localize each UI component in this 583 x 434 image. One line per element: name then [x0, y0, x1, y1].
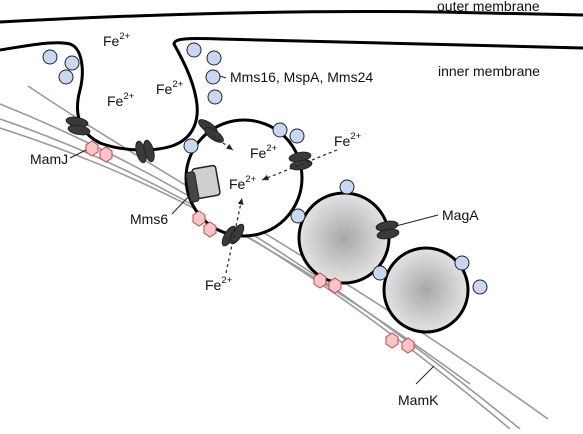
mms-group-label: Mms16, MspA, Mms24	[230, 69, 373, 85]
pink-protein	[313, 272, 327, 289]
leader-mamk	[415, 365, 435, 385]
blue-protein	[205, 69, 221, 85]
inner-membrane-invagination	[0, 37, 583, 152]
fe-label-4: Fe2+	[250, 143, 278, 161]
filament-line	[27, 85, 549, 420]
pink-mamj-proteins	[85, 140, 415, 354]
pink-protein	[328, 277, 342, 294]
blue-protein	[58, 69, 74, 85]
fe-label-7: Fe2+	[205, 275, 233, 293]
blue-protein	[472, 279, 488, 295]
blue-protein	[339, 179, 355, 195]
leader-mms6	[171, 194, 191, 215]
mamj-label: MamJ	[30, 151, 68, 167]
pink-protein	[99, 146, 113, 163]
blue-protein	[289, 128, 305, 144]
arrow-bottom	[225, 197, 244, 274]
blue-protein	[454, 255, 470, 271]
blue-protein	[206, 50, 222, 66]
mms6-protein-dark	[185, 171, 200, 203]
blue-protein	[183, 138, 199, 154]
blue-protein	[64, 55, 80, 71]
pink-protein	[85, 140, 99, 157]
blue-protein	[272, 122, 288, 138]
dark-protein	[143, 139, 155, 163]
blue-protein	[207, 89, 223, 105]
dark-protein	[229, 223, 245, 245]
arrow-right	[261, 149, 338, 181]
inner-membrane-label: inner membrane	[438, 63, 540, 79]
maga-label: MagA	[442, 207, 479, 223]
arrow-top	[212, 135, 234, 151]
blue-protein	[186, 42, 202, 58]
pink-protein	[192, 210, 206, 227]
iron-transport-arrows	[212, 135, 338, 274]
mms6-label: Mms6	[130, 211, 168, 227]
fe-label-5: Fe2+	[334, 131, 362, 149]
dark-transporter-proteins	[65, 116, 400, 247]
dark-protein	[204, 127, 224, 143]
fe-label-3: Fe2+	[107, 91, 135, 109]
leader-mamj	[69, 149, 87, 159]
leader-lines	[69, 75, 439, 385]
fe-label-2: Fe2+	[156, 79, 184, 97]
fe-label-6: Fe2+	[229, 174, 257, 192]
leader-mms-group	[219, 75, 227, 79]
blue-protein	[42, 49, 58, 65]
blue-protein	[290, 208, 306, 224]
blue-proteins	[42, 42, 488, 295]
vesicle-crystal-2	[382, 246, 470, 334]
fe-label-1: Fe2+	[103, 31, 131, 49]
mamk-label: MamK	[398, 392, 439, 408]
pink-protein	[385, 332, 399, 349]
dark-protein	[67, 124, 91, 136]
leader-maga	[395, 214, 439, 227]
blue-protein	[372, 265, 388, 281]
pink-protein	[203, 221, 217, 238]
outer-membrane-line	[0, 9, 583, 24]
dark-protein	[376, 228, 400, 240]
outer-membrane-label: outer membrane	[437, 0, 540, 14]
pink-protein	[401, 337, 415, 354]
